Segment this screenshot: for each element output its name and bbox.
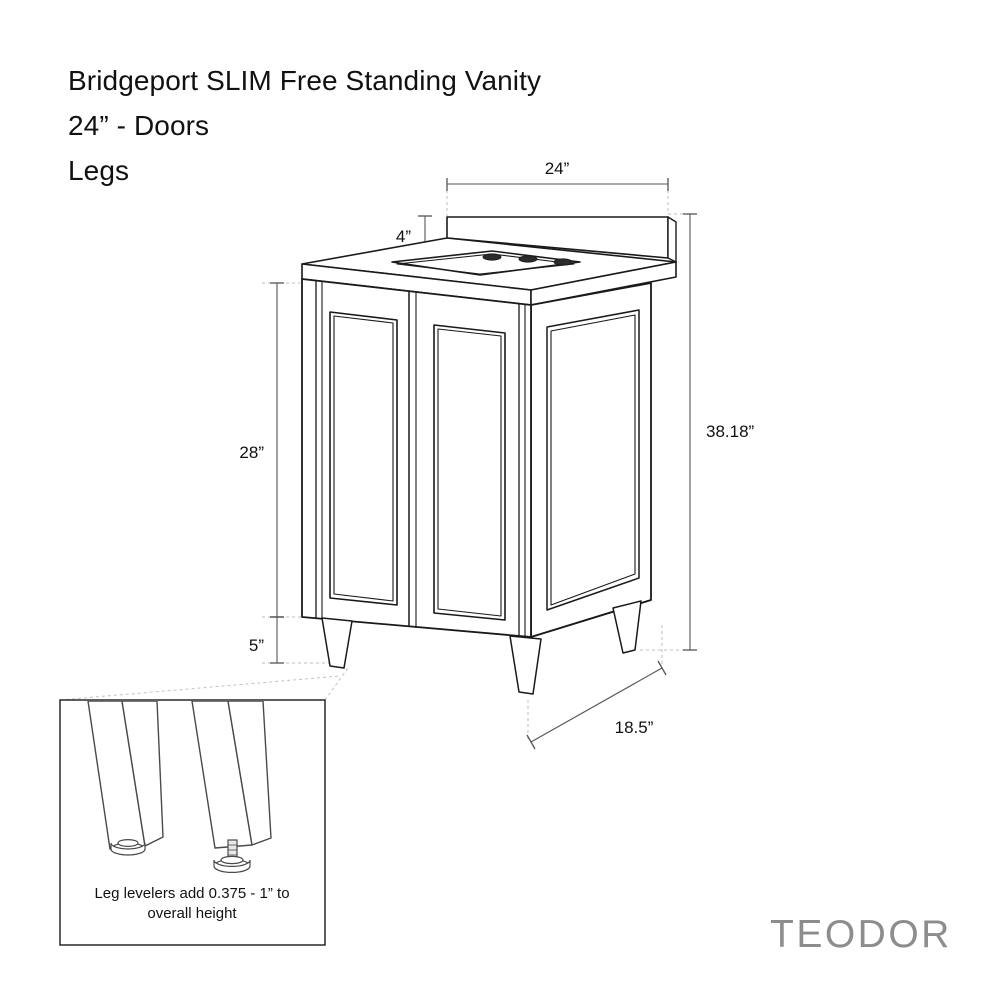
faucet-hole-center <box>518 255 538 263</box>
dimension-leg-height-5: 5” <box>249 616 284 664</box>
dimension-cabinet-height-28: 28” <box>239 282 284 618</box>
detail-callout-lines <box>59 667 349 701</box>
dimension-label-depth: 18.5” <box>615 718 654 737</box>
detail-leg-left <box>87 701 164 850</box>
title-block: Bridgeport SLIM Free Standing Vanity 24”… <box>68 58 688 193</box>
faucet-holes <box>482 253 573 266</box>
cabinet-left-stile <box>315 281 323 618</box>
side-panel-right <box>530 282 652 638</box>
legs <box>321 600 642 695</box>
dimension-label-leg-height: 5” <box>249 636 264 655</box>
leg-leveler-note-line1: Leg levelers add 0.375 - 1” to <box>94 885 289 902</box>
dimension-depth-185: 18.5” <box>526 660 667 750</box>
dimension-label-width: 24” <box>545 159 570 178</box>
dimension-label-overall-height: 38.18” <box>706 422 755 441</box>
sink-cutout <box>391 250 581 276</box>
cabinet-right-stile <box>518 304 526 637</box>
door-right[interactable] <box>433 324 506 621</box>
product-size-subtitle: 24” - Doors <box>68 110 210 141</box>
leg-leveler-detail-box: Leg levelers add 0.375 - 1” to overall h… <box>59 699 326 946</box>
door-left[interactable] <box>329 311 398 606</box>
leg-front-left <box>321 617 353 669</box>
countertop <box>301 237 677 306</box>
product-variant-subtitle: Legs <box>68 155 130 186</box>
dimension-label-cabinet-height: 28” <box>239 443 264 462</box>
leg-front-right <box>509 635 542 695</box>
cabinet-center-stile <box>408 291 417 628</box>
page-title: Bridgeport SLIM Free Standing Vanity <box>68 65 542 96</box>
leg-back-right <box>612 600 642 654</box>
faucet-hole-left <box>482 253 502 261</box>
leg-leveler-right <box>213 839 251 873</box>
leg-leveler-left <box>110 838 146 856</box>
detail-leg-right <box>191 701 272 849</box>
leg-leveler-note-line2: overall height <box>147 905 237 922</box>
dimension-width-24: 24” <box>446 159 669 191</box>
vanity-body <box>301 216 677 695</box>
dimension-label-backsplash: 4” <box>396 227 411 246</box>
brand-logo: TEODOR <box>770 913 952 956</box>
faucet-hole-right <box>553 258 573 266</box>
dimension-overall-height-3818: 38.18” <box>683 213 755 651</box>
